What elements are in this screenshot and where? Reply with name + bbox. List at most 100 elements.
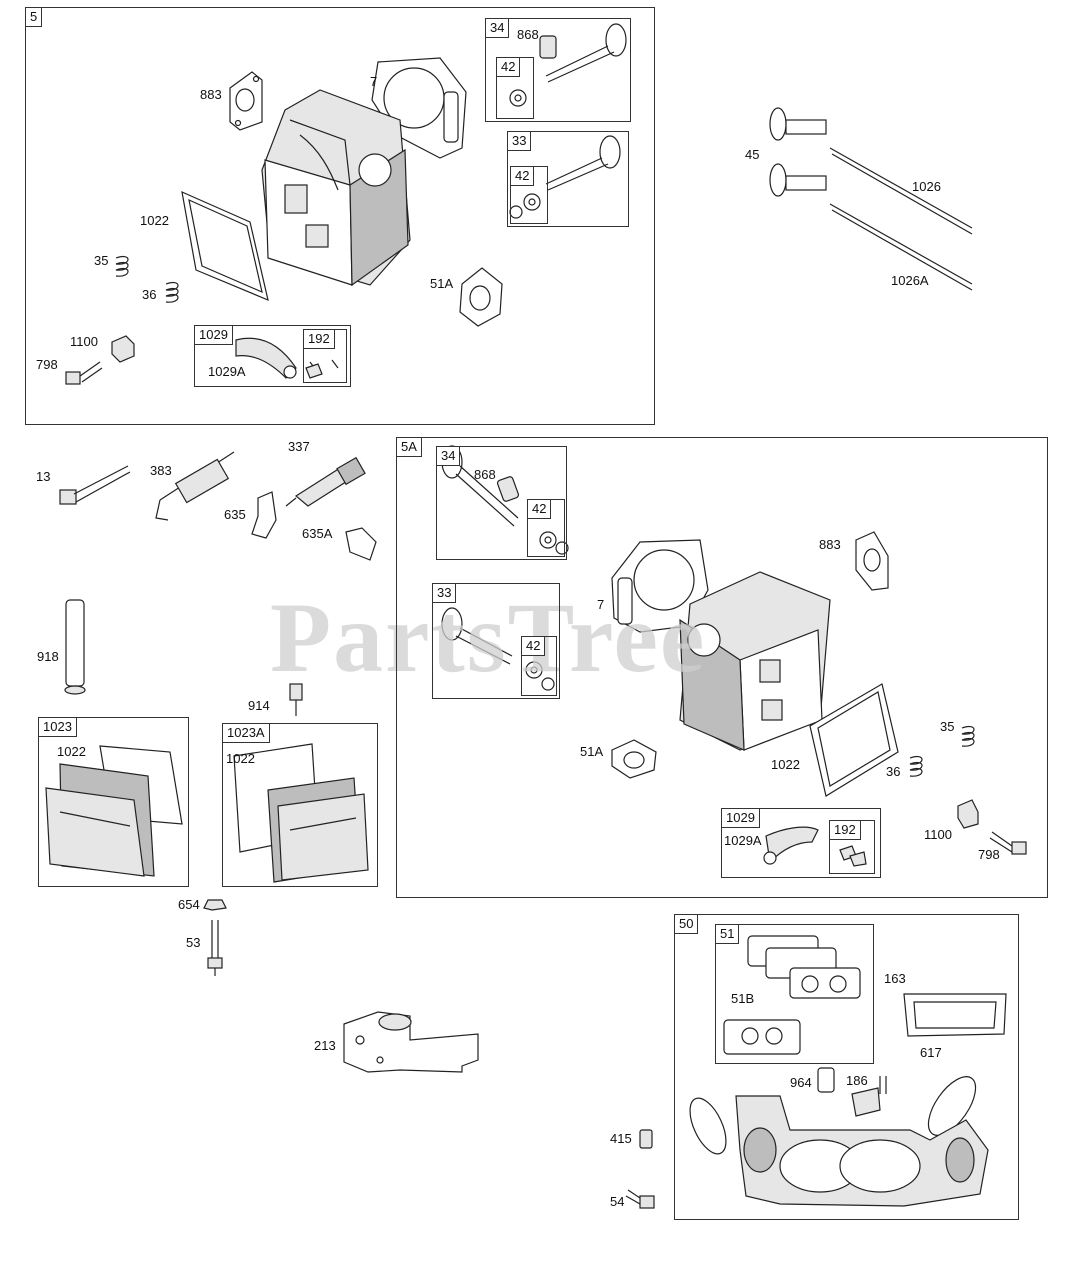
callout-383: 383: [150, 463, 172, 478]
callout-1026: 1026: [912, 179, 941, 194]
nut-192-box: 192: [303, 329, 347, 383]
dipstick-tube-918-icon: [64, 599, 86, 695]
cover-1023-box: 1023: [38, 717, 189, 887]
callout-1022-5a: 1022: [771, 757, 800, 772]
cover-1023a-box: 1023A: [222, 723, 378, 887]
callout-868: 868: [517, 27, 539, 42]
screw-54-icon: [625, 1189, 655, 1209]
valve-34-label: 34: [485, 18, 510, 38]
boot-635a-icon: [345, 527, 377, 561]
cover-1023-label: 1023: [38, 717, 77, 737]
bolt-798-5a-icon: [989, 831, 1027, 855]
callout-36: 36: [142, 287, 157, 302]
valve-cover-gasket-1022-icon: [181, 190, 269, 302]
valve-33-5a-label: 33: [432, 583, 457, 603]
callout-51b: 51B: [731, 991, 755, 1006]
rocker-1029-5a-label: 1029: [721, 808, 760, 828]
callout-1100-5a: 1100: [924, 827, 952, 842]
callout-1022: 1022: [140, 213, 169, 228]
rocker-1029-5a-box: 1029: [721, 808, 881, 878]
callout-415: 415: [610, 1131, 632, 1146]
rocker-arm-1029-5a-icon: [763, 826, 867, 867]
callout-798-5a: 798: [978, 847, 1000, 862]
cover-1023a-label: 1023A: [222, 723, 270, 743]
screw-914-icon: [289, 683, 303, 716]
bracket-213-icon: [343, 1011, 479, 1073]
spring-35-5a-icon: [961, 726, 975, 747]
gasket-163-icon: [903, 993, 1007, 1037]
callout-964: 964: [790, 1075, 812, 1090]
retainer-42c-box: 42: [527, 499, 565, 557]
bolt-13-icon: [59, 465, 131, 505]
valve-cover-1023a-icon: [233, 743, 369, 883]
retainer-42d-box: 42: [521, 636, 557, 696]
callout-617: 617: [920, 1045, 942, 1060]
retainer-42c-label: 42: [527, 499, 552, 519]
valve-cover-1023-icon: [45, 745, 183, 877]
callout-13: 13: [36, 469, 51, 484]
valve-34-icon: [509, 23, 627, 107]
bolt-798-icon: [65, 361, 103, 385]
nut-654-icon: [203, 899, 227, 911]
callout-35-5a: 35: [940, 719, 955, 734]
valve-33-label: 33: [507, 131, 532, 151]
o-ring-left-icon: [689, 1097, 727, 1155]
callout-45: 45: [745, 147, 760, 162]
callout-914: 914: [248, 698, 270, 713]
valve-34-box: 34: [485, 18, 631, 122]
callout-1026a: 1026A: [891, 273, 929, 288]
nut-192-label: 192: [303, 329, 335, 349]
gasket-883-icon: [229, 71, 263, 131]
head-gasket-7-5a-icon: [611, 539, 709, 633]
callout-186: 186: [846, 1073, 868, 1088]
rocker-1029-label: 1029: [194, 325, 233, 345]
boot-635-icon: [251, 491, 277, 539]
stud-53-icon: [207, 920, 223, 976]
retainer-42b-box: 42: [510, 166, 548, 224]
callout-1022-cover-a: 1022: [226, 751, 255, 766]
callout-7-5a: 7: [597, 597, 605, 612]
spring-36-icon: [165, 282, 179, 303]
section-5a-box: 5A: [396, 437, 1048, 898]
callout-1100: 1100: [70, 334, 98, 349]
spring-35-icon: [115, 256, 129, 277]
valve-33-5a-icon: [441, 607, 555, 691]
rocker-1029-box: 1029: [194, 325, 351, 387]
valve-33-box: 33: [507, 131, 629, 227]
retainer-42b-label: 42: [510, 166, 535, 186]
valve-33-5a-box: 33: [432, 583, 560, 699]
rocker-arm-1029-icon: [235, 337, 339, 379]
cylinder-head-5a-icon: [679, 571, 831, 751]
cylinder-head-icon: [261, 89, 411, 287]
callout-337: 337: [288, 439, 310, 454]
gasket-51a-icon: [459, 267, 503, 327]
callout-635: 635: [224, 507, 246, 522]
clip-1100-icon: [111, 335, 135, 363]
callout-35: 35: [94, 253, 109, 268]
gasket-51b-icon: [723, 935, 861, 1055]
retainer-42d-label: 42: [521, 636, 546, 656]
valve-33-icon: [509, 135, 621, 219]
gasket-kit-51-box: 51: [715, 924, 874, 1064]
push-rod-45-icon: [769, 107, 973, 291]
callout-654: 654: [178, 897, 200, 912]
callout-1029a-5a: 1029A: [724, 833, 762, 848]
spacer-964-icon: [817, 1067, 835, 1093]
callout-1029a: 1029A: [208, 364, 246, 379]
callout-51a-5a: 51A: [580, 744, 604, 759]
o-ring-617-icon: [927, 1076, 977, 1136]
callout-7: 7: [370, 74, 378, 89]
gasket-51a-5a-icon: [611, 739, 657, 779]
callout-53: 53: [186, 935, 201, 950]
nut-192-5a-label: 192: [829, 820, 861, 840]
callout-36-5a: 36: [886, 764, 901, 779]
callout-163: 163: [884, 971, 906, 986]
intake-manifold-icon: [735, 1095, 989, 1207]
callout-798: 798: [36, 357, 58, 372]
valve-cover-gasket-1022-5a-icon: [809, 683, 899, 797]
section-5-label: 5: [25, 7, 43, 27]
retainer-42-label: 42: [496, 57, 521, 77]
callout-54: 54: [610, 1194, 625, 1209]
